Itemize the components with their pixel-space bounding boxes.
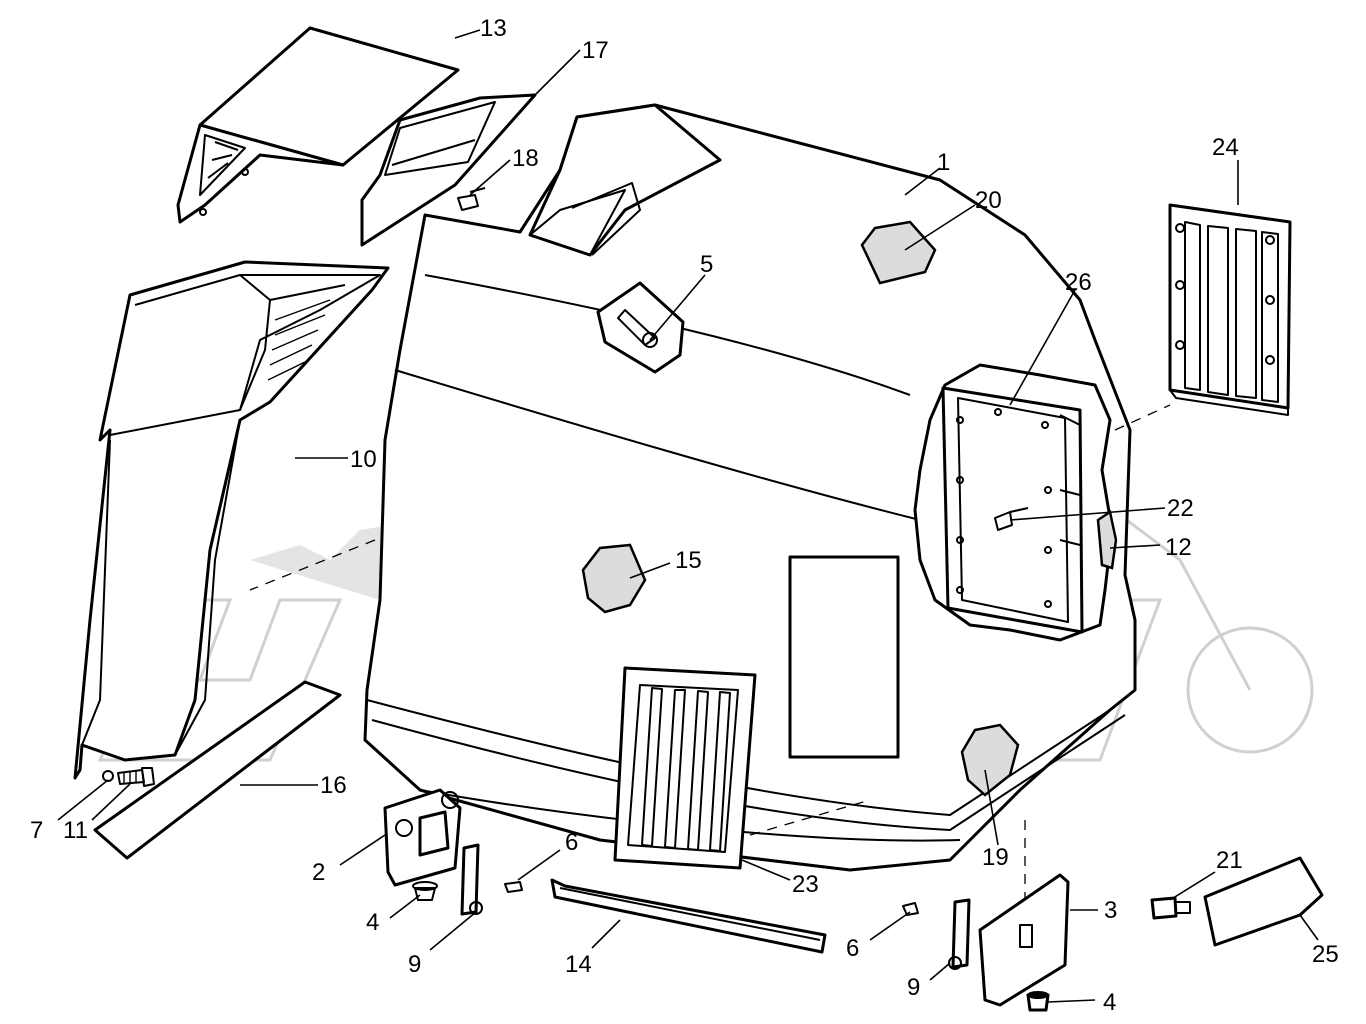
callout-13: 13 bbox=[480, 15, 507, 42]
callout-7: 7 bbox=[30, 817, 43, 844]
part-25-foam-pad bbox=[1203, 856, 1324, 947]
part-21-screw bbox=[1150, 896, 1191, 920]
callout-5: 5 bbox=[700, 251, 713, 278]
part-26-mount-plate bbox=[941, 386, 1084, 634]
part-12-pad bbox=[1096, 509, 1118, 570]
part-14-rail bbox=[550, 878, 827, 954]
part-4-plug bbox=[412, 881, 438, 901]
callout-19: 19 bbox=[982, 844, 1009, 871]
part-23-louver-grille bbox=[613, 666, 757, 870]
callout-3: 3 bbox=[1104, 897, 1117, 924]
callout-11: 11 bbox=[63, 817, 88, 844]
part-24-louver-panel bbox=[1168, 203, 1292, 416]
part-6-fastener bbox=[504, 881, 523, 893]
part-18-screw bbox=[457, 187, 486, 211]
callout-4: 4 bbox=[366, 909, 379, 936]
callout-21: 21 bbox=[1216, 847, 1243, 874]
callout-9b: 9 bbox=[907, 974, 920, 1001]
part-19-pad bbox=[960, 723, 1020, 797]
callout-2: 2 bbox=[312, 859, 325, 886]
callout-14: 14 bbox=[565, 951, 592, 978]
callout-1: 1 bbox=[937, 149, 950, 176]
callout-4b: 4 bbox=[1103, 989, 1116, 1016]
callout-18: 18 bbox=[512, 145, 539, 172]
part-6-fastener-b bbox=[902, 902, 919, 916]
callout-22: 22 bbox=[1167, 495, 1194, 522]
callout-23: 23 bbox=[792, 871, 819, 898]
part-16-decal-strip bbox=[93, 680, 342, 860]
part-17-intake-grille bbox=[360, 93, 537, 247]
callout-26: 26 bbox=[1065, 269, 1092, 296]
callout-24: 24 bbox=[1212, 134, 1239, 161]
part-11-screw bbox=[117, 767, 155, 787]
part-9-hinge-b bbox=[948, 898, 971, 970]
callout-6b: 6 bbox=[846, 935, 859, 962]
part-20-pad bbox=[860, 220, 937, 285]
part-4-plug-b bbox=[1026, 991, 1050, 1012]
callout-10: 10 bbox=[350, 446, 377, 473]
part-13-top-scoop bbox=[176, 26, 460, 224]
part-9-hinge bbox=[460, 843, 483, 916]
leader-lines bbox=[57, 29, 1319, 1003]
callout-17: 17 bbox=[582, 37, 609, 64]
callout-16: 16 bbox=[320, 772, 347, 799]
callout-9: 9 bbox=[408, 951, 421, 978]
callout-12: 12 bbox=[1165, 534, 1192, 561]
callout-25: 25 bbox=[1312, 941, 1339, 968]
callout-labels: 13 17 18 1 24 20 5 26 10 22 12 15 16 7 1… bbox=[30, 15, 1339, 1016]
part-15-pad bbox=[581, 543, 647, 614]
part-10-side-duct bbox=[73, 260, 390, 780]
callout-15: 15 bbox=[675, 547, 702, 574]
part-22-screw bbox=[994, 507, 1029, 531]
part-3-bracket bbox=[978, 873, 1070, 1007]
part-7-washer bbox=[102, 770, 114, 782]
callout-20: 20 bbox=[975, 187, 1002, 214]
part-5-pad-screw bbox=[596, 281, 685, 374]
part-2-bracket bbox=[383, 788, 462, 887]
callout-6: 6 bbox=[565, 829, 578, 856]
